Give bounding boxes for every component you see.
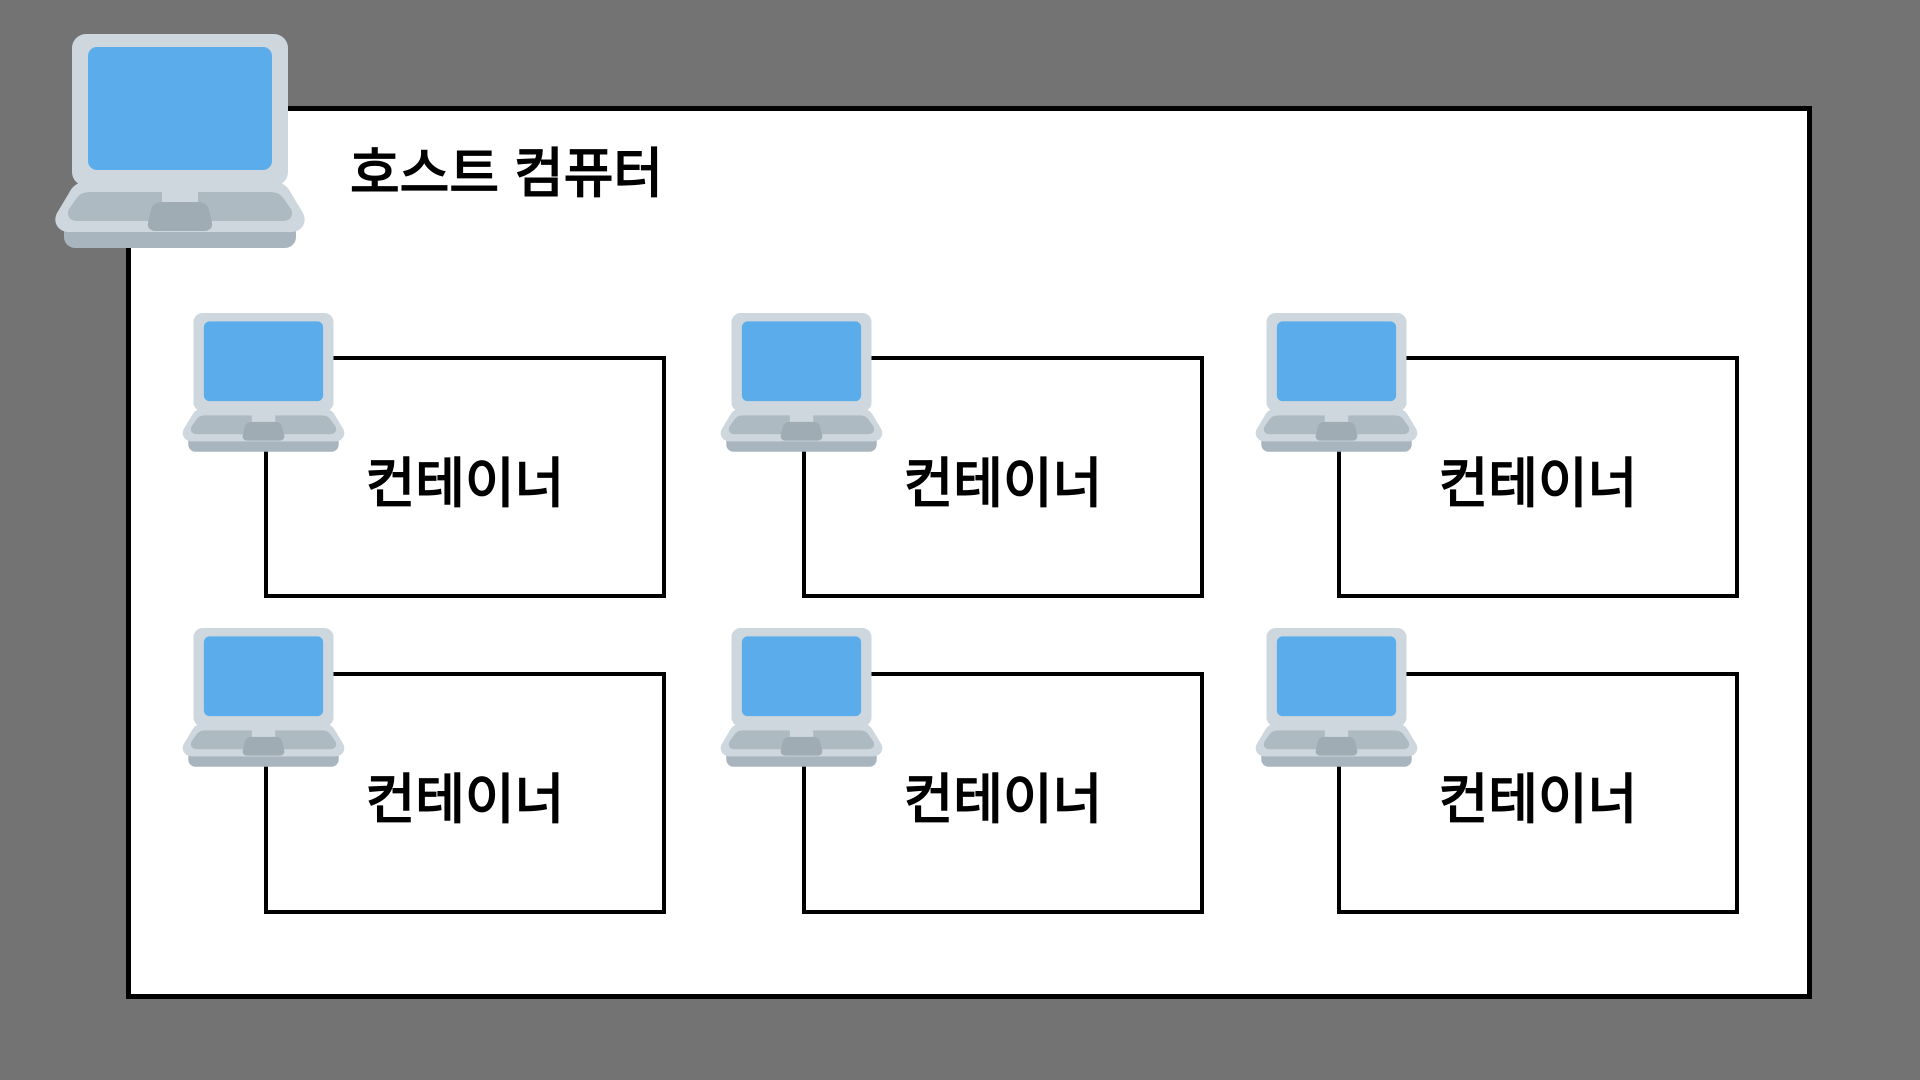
host-computer-title: 호스트 컴퓨터 — [350, 144, 664, 204]
container-label: 컨테이너 — [365, 454, 565, 514]
container-label: 컨테이너 — [903, 770, 1103, 830]
host-laptop-icon — [50, 34, 310, 250]
laptop-icon — [717, 313, 886, 453]
container-label: 컨테이너 — [903, 454, 1103, 514]
laptop-icon — [717, 628, 886, 768]
container-label: 컨테이너 — [1438, 770, 1638, 830]
container-label: 컨테이너 — [365, 770, 565, 830]
container-label: 컨테이너 — [1438, 454, 1638, 514]
container-box: 컨테이너 — [1337, 356, 1739, 598]
laptop-icon — [179, 628, 348, 768]
laptop-icon — [1252, 628, 1421, 768]
laptop-icon — [1252, 313, 1421, 453]
laptop-icon — [179, 313, 348, 453]
